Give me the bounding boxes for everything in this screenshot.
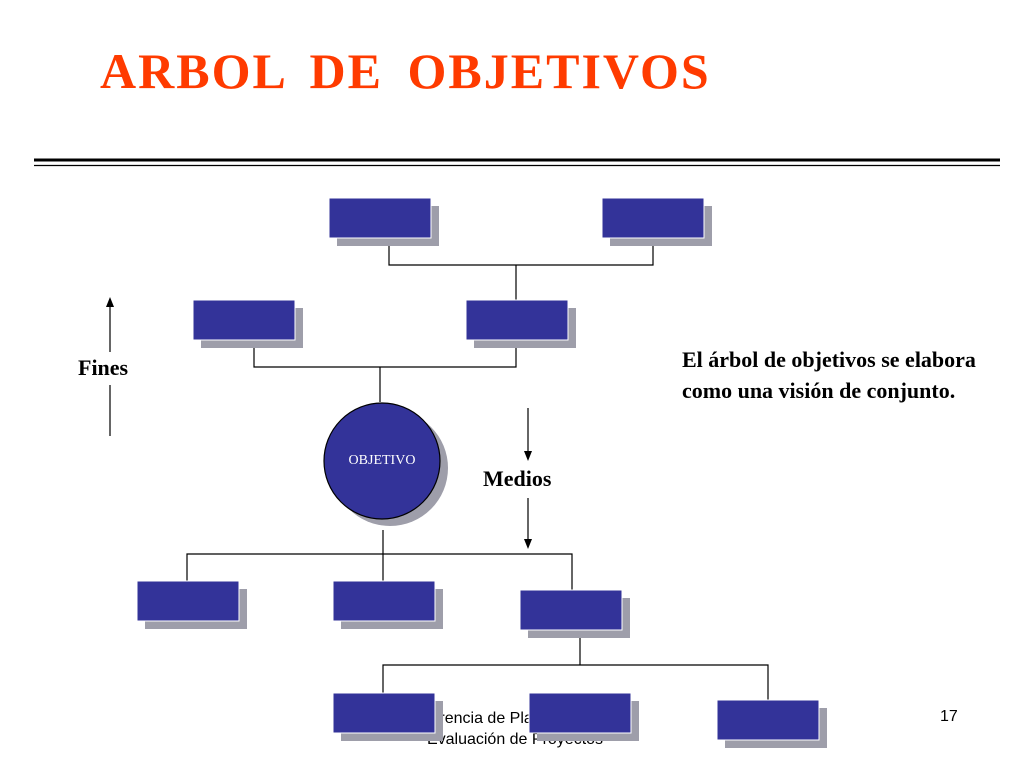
means-box-left bbox=[136, 580, 247, 629]
ends-arrow-head bbox=[106, 297, 114, 307]
means-box-center bbox=[332, 580, 443, 629]
connector-top-ends bbox=[388, 240, 654, 266]
objective-label: OBJETIVO bbox=[348, 453, 416, 468]
connector-direct-means bbox=[186, 553, 573, 590]
connector-direct-ends bbox=[253, 342, 517, 368]
objective-circle bbox=[323, 402, 448, 526]
end-box-right bbox=[465, 299, 576, 348]
indirect-means-box-center bbox=[528, 692, 639, 741]
means-label: Medios bbox=[483, 466, 552, 491]
slide-number: 17 bbox=[940, 708, 958, 725]
slide-title: ARBOL DE OBJETIVOS bbox=[100, 43, 711, 99]
end-box-top-right bbox=[601, 197, 712, 246]
description-text: El árbol de objetivos se elabora como un… bbox=[682, 347, 976, 403]
connector-indirect-means bbox=[382, 664, 769, 700]
indirect-means-box-right bbox=[716, 699, 827, 748]
means-arrow-upper-head bbox=[524, 451, 532, 461]
means-box-right bbox=[519, 589, 630, 638]
end-box-top-left bbox=[328, 197, 439, 246]
indirect-means-box-left bbox=[332, 692, 443, 741]
ends-label: Fines bbox=[78, 355, 129, 380]
end-box-left bbox=[192, 299, 303, 348]
means-arrow-lower-head bbox=[524, 539, 532, 549]
